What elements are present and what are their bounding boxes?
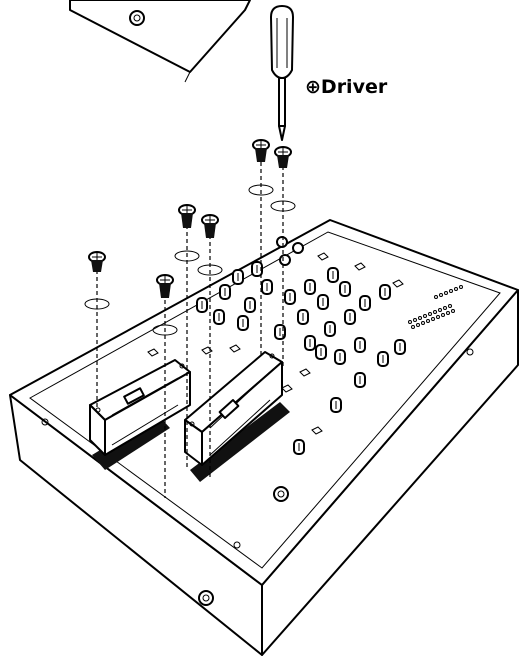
knob-icon [297, 309, 309, 325]
knob-icon [354, 372, 366, 388]
knob-icon [344, 309, 356, 325]
knob-icon [261, 279, 273, 295]
knob-icon [196, 297, 208, 313]
knob-icon [354, 337, 366, 353]
knob-icon [232, 269, 244, 285]
guide-lines [96, 162, 284, 498]
knob-icon [327, 267, 339, 283]
toggle-switch-group [147, 236, 404, 435]
front-jack-icon [198, 590, 214, 606]
knob-icon [251, 261, 263, 277]
knob-icon [339, 281, 351, 297]
phillips-screwdriver-icon [270, 5, 294, 141]
housing-panel-top [69, 0, 251, 83]
knob-icon [304, 279, 316, 295]
knob-icon [284, 289, 296, 305]
driver-callout: ⊕Driver [305, 76, 388, 98]
knob-icon [324, 321, 336, 337]
knob-icon [359, 295, 371, 311]
knob-icon [304, 335, 316, 351]
knob-icon [315, 344, 327, 360]
knob-icon [379, 284, 391, 300]
knob-icon [317, 294, 329, 310]
knob-icon [334, 349, 346, 365]
countersunk-screw-icon [88, 139, 292, 298]
knob-icon [377, 351, 389, 367]
knob-icon [219, 284, 231, 300]
knob-icon [394, 339, 406, 355]
knob-icon [244, 297, 256, 313]
knob-icon [213, 309, 225, 325]
knob-icon [237, 315, 249, 331]
fader-module-right [184, 351, 283, 466]
knob-icon [330, 397, 342, 413]
housing-jack-icon [129, 10, 145, 26]
fader-module-left [89, 359, 191, 456]
led-indicator-group [408, 285, 463, 329]
knob-group [196, 261, 406, 455]
rotation-arrow-icon [84, 184, 296, 336]
knob-icon [293, 439, 305, 455]
top-jack-icon [273, 486, 289, 502]
